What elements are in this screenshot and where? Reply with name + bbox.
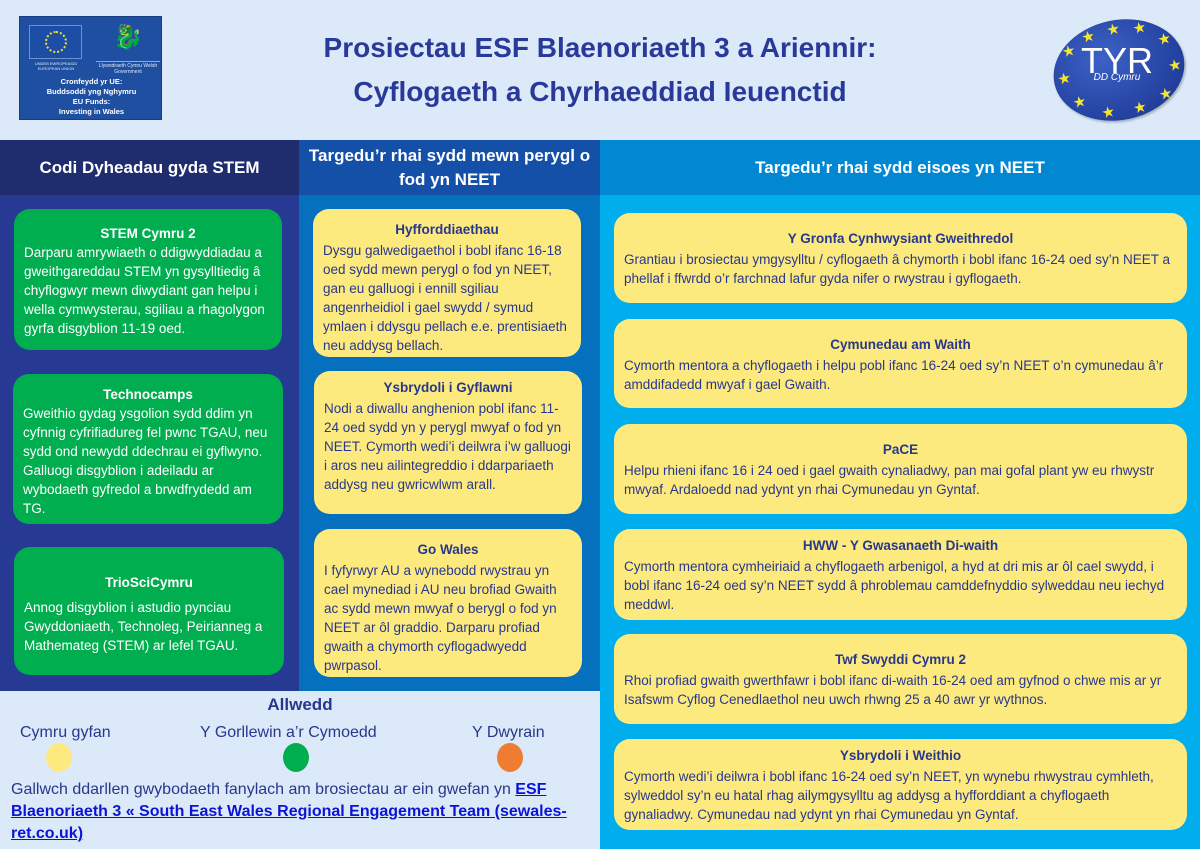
project-card-ysbrydoli-i-weithio: Ysbrydoli i Weithio Cymorth wedi’i deilw…: [614, 739, 1187, 830]
eu-funds-text: Cronfeydd yr UE: Buddsoddi yng Nghymru E…: [46, 77, 137, 116]
welsh-government-caption: Llywodraeth Cymru Welsh Government: [96, 61, 160, 75]
more-info-note: Gallwch ddarllen gwybodaeth fanylach am …: [11, 781, 567, 842]
page-title: Prosiectau ESF Blaenoriaeth 3 a Ariennir…: [323, 32, 877, 107]
project-card-ysbrydoli-i-gyflawni: Ysbrydoli i Gyflawni Nodi a diwallu angh…: [314, 371, 582, 514]
legend-label-west-valleys: Y Gorllewin a’r Cymoedd: [200, 724, 377, 741]
header: UNDEB EWROPEAIDD EUROPEAN UNION 🐉 Llywod…: [0, 0, 1200, 140]
legend-dot-yellow-icon: [46, 743, 72, 772]
project-card-hww: HWW - Y Gwasanaeth Di-waith Cymorth ment…: [614, 529, 1187, 620]
project-card-hyfforddiaethau: Hyfforddiaethau Dysgu galwedigaethol i b…: [313, 209, 581, 357]
legend-label-east: Y Dwyrain: [472, 724, 545, 741]
project-card-technocamps: Technocamps Gweithio gydag ysgolion sydd…: [13, 374, 283, 524]
legend-dot-orange-icon: [497, 743, 523, 772]
column-heading: Targedu’r rhai sydd mewn perygl o fod yn…: [299, 140, 600, 195]
eu-funds-logo: UNDEB EWROPEAIDD EUROPEAN UNION 🐉 Llywod…: [19, 16, 162, 120]
column-heading: Targedu’r rhai sydd eisoes yn NEET: [600, 140, 1200, 195]
eu-flag-icon: [29, 25, 82, 59]
column-at-risk-neet: Targedu’r rhai sydd mewn perygl o fod yn…: [299, 140, 600, 691]
project-card-gronfa-cynhwysiant: Y Gronfa Cynhwysiant Gweithredol Grantia…: [614, 213, 1187, 303]
project-card-stem-cymru-2: STEM Cymru 2 Darparu amrywiaeth o ddigwy…: [14, 209, 282, 350]
tyr-logo-text: TYR: [1081, 40, 1153, 81]
eu-flag-caption: UNDEB EWROPEAIDD EUROPEAN UNION: [34, 61, 78, 71]
project-card-twf-swyddi-cymru-2: Twf Swyddi Cymru 2 Rhoi profiad gwaith g…: [614, 634, 1187, 724]
legend-dot-green-icon: [283, 743, 309, 772]
project-card-cymunedau-am-waith: Cymunedau am Waith Cymorth mentora a chy…: [614, 319, 1187, 408]
column-already-neet: Targedu’r rhai sydd eisoes yn NEET Y Gro…: [600, 140, 1200, 849]
column-stem: Codi Dyheadau gyda STEM STEM Cymru 2 Dar…: [0, 140, 299, 691]
legend-label-all-wales: Cymru gyfan: [20, 724, 111, 741]
project-card-triosci-cymru: TrioSciCymru Annog disgyblion i astudio …: [14, 547, 284, 675]
legend-title: Allwedd: [267, 695, 333, 714]
tyr-logo-subtext: DD Cymru: [1093, 72, 1141, 83]
welsh-dragon-icon: 🐉: [113, 24, 143, 51]
legend: Allwedd Cymru gyfan Y Gorllewin a’r Cymo…: [0, 691, 600, 849]
project-card-go-wales: Go Wales I fyfyrwyr AU a wynebodd rwystr…: [314, 529, 582, 677]
website-link[interactable]: ESF Blaenoriaeth 3 « South East Wales Re…: [11, 781, 567, 842]
column-heading: Codi Dyheadau gyda STEM: [0, 140, 299, 195]
project-card-pace: PaCE Helpu rhieni ifanc 16 i 24 oed i ga…: [614, 424, 1187, 514]
